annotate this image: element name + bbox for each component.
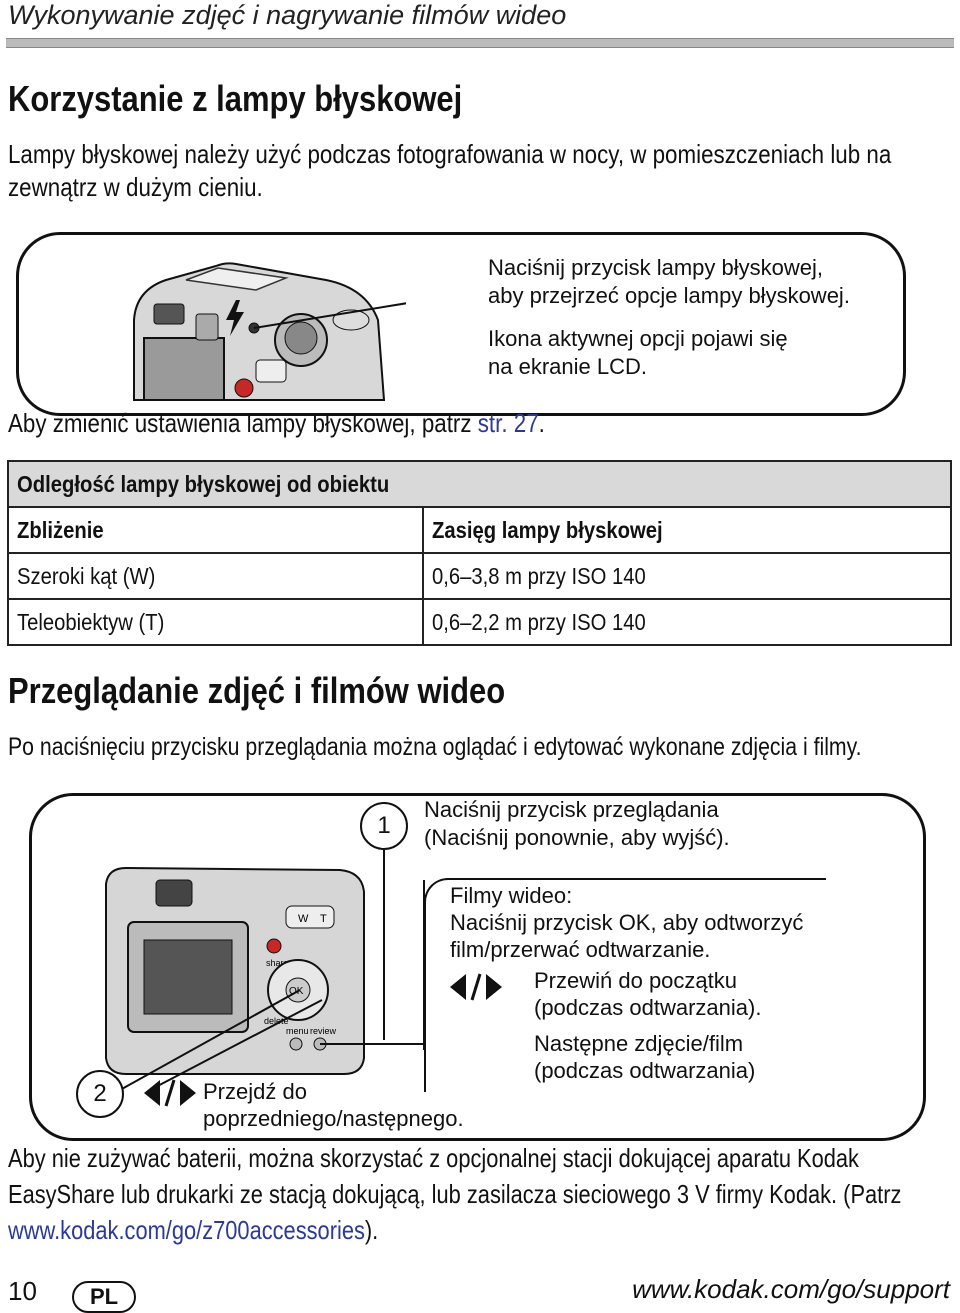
column-header-zoom: Zbliżenie bbox=[17, 516, 104, 543]
zoom-t-label: T bbox=[320, 913, 327, 925]
callout-press-flash-line1: Naciśnij przycisk lampy błyskowej, bbox=[488, 255, 823, 280]
column-header-range: Zasięg lampy błyskowej bbox=[432, 516, 663, 543]
cell-zoom: Teleobiektyw (T) bbox=[17, 608, 165, 635]
step-number: 1 bbox=[360, 802, 408, 850]
review-section-intro: Po naciśnięciu przycisku przeglądania mo… bbox=[8, 733, 862, 761]
zoom-w-label: W bbox=[298, 913, 309, 925]
step2-line1: Przejdź do bbox=[203, 1079, 307, 1104]
step1-line1: Naciśnij przycisk przeglądania bbox=[424, 797, 719, 822]
callout-icon-line1: Ikona aktywnej opcji pojawi się bbox=[488, 326, 788, 351]
cell-range: 0,6–2,2 m przy ISO 140 bbox=[432, 608, 646, 635]
menu-label: menu bbox=[286, 1026, 309, 1036]
callout-press-flash-line2: aby przejrzeć opcje lampy błyskowej. bbox=[488, 283, 850, 308]
review-section-title: Przeglądanie zdjęć i filmów wideo bbox=[8, 670, 506, 711]
battery-note: Aby nie zużywać baterii, można skorzysta… bbox=[8, 1143, 902, 1245]
flash-section-intro: Lampy błyskowej należy użyć podczas foto… bbox=[8, 139, 892, 202]
running-header: Wykonywanie zdjęć i nagrywanie filmów wi… bbox=[8, 0, 567, 30]
rewind-line2: (podczas odtwarzania). bbox=[534, 995, 762, 1020]
flash-section-title: Korzystanie z lampy błyskowej bbox=[8, 78, 463, 119]
left-right-arrows-icon bbox=[450, 973, 502, 1001]
page-link[interactable]: str. 27 bbox=[477, 408, 539, 438]
accessories-link[interactable]: www.kodak.com/go/z700accessories bbox=[8, 1215, 365, 1245]
video-line3: film/przerwać odtwarzanie. bbox=[450, 937, 711, 962]
rewind-line1: Przewiń do początku bbox=[534, 968, 737, 993]
video-line2: Naciśnij przycisk OK, aby odtworzyć bbox=[450, 910, 804, 935]
table-header-row: Zbliżenie Zasięg lampy błyskowej bbox=[7, 506, 952, 554]
review-label: review bbox=[310, 1026, 337, 1036]
step1-line2: (Naciśnij ponownie, aby wyjść). bbox=[424, 825, 730, 850]
next-line1: Następne zdjęcie/film bbox=[534, 1031, 744, 1056]
share-label: share bbox=[266, 958, 289, 968]
page-number: 10 bbox=[8, 1276, 37, 1306]
step-number: 2 bbox=[76, 1070, 124, 1118]
flash-range-table: Odległość lampy błyskowej od obiektu Zbl… bbox=[7, 460, 952, 646]
callout-icon-line2: na ekranie LCD. bbox=[488, 354, 647, 379]
camera-back-illustration: W T share OK delete menu review bbox=[105, 866, 365, 1075]
table-row: Szeroki kąt (W) 0,6–3,8 m przy ISO 140 bbox=[7, 552, 952, 600]
table-caption-row: Odległość lampy błyskowej od obiektu bbox=[7, 460, 952, 508]
left-right-arrows-icon bbox=[144, 1079, 196, 1107]
flash-settings-note: Aby zmienić ustawienia lampy błyskowej, … bbox=[8, 408, 545, 438]
flash-icon bbox=[226, 300, 244, 336]
next-line2: (podczas odtwarzania) bbox=[534, 1058, 756, 1083]
step2-line2: poprzedniego/następnego. bbox=[203, 1106, 464, 1131]
table-row: Teleobiektyw (T) 0,6–2,2 m przy ISO 140 bbox=[7, 598, 952, 646]
video-title: Filmy wideo: bbox=[450, 883, 573, 908]
flash-callout-box bbox=[16, 232, 906, 416]
review-callout-box bbox=[29, 793, 926, 1141]
language-badge: PL bbox=[72, 1281, 136, 1313]
camera-top-illustration bbox=[133, 262, 406, 401]
table-caption: Odległość lampy błyskowej od obiektu bbox=[17, 470, 390, 497]
delete-label: delete bbox=[264, 1016, 289, 1026]
ok-label: OK bbox=[289, 986, 304, 997]
cell-range: 0,6–3,8 m przy ISO 140 bbox=[432, 562, 646, 589]
cell-zoom: Szeroki kąt (W) bbox=[17, 562, 156, 589]
header-rule bbox=[6, 38, 954, 48]
support-url: www.kodak.com/go/support bbox=[632, 1274, 950, 1304]
